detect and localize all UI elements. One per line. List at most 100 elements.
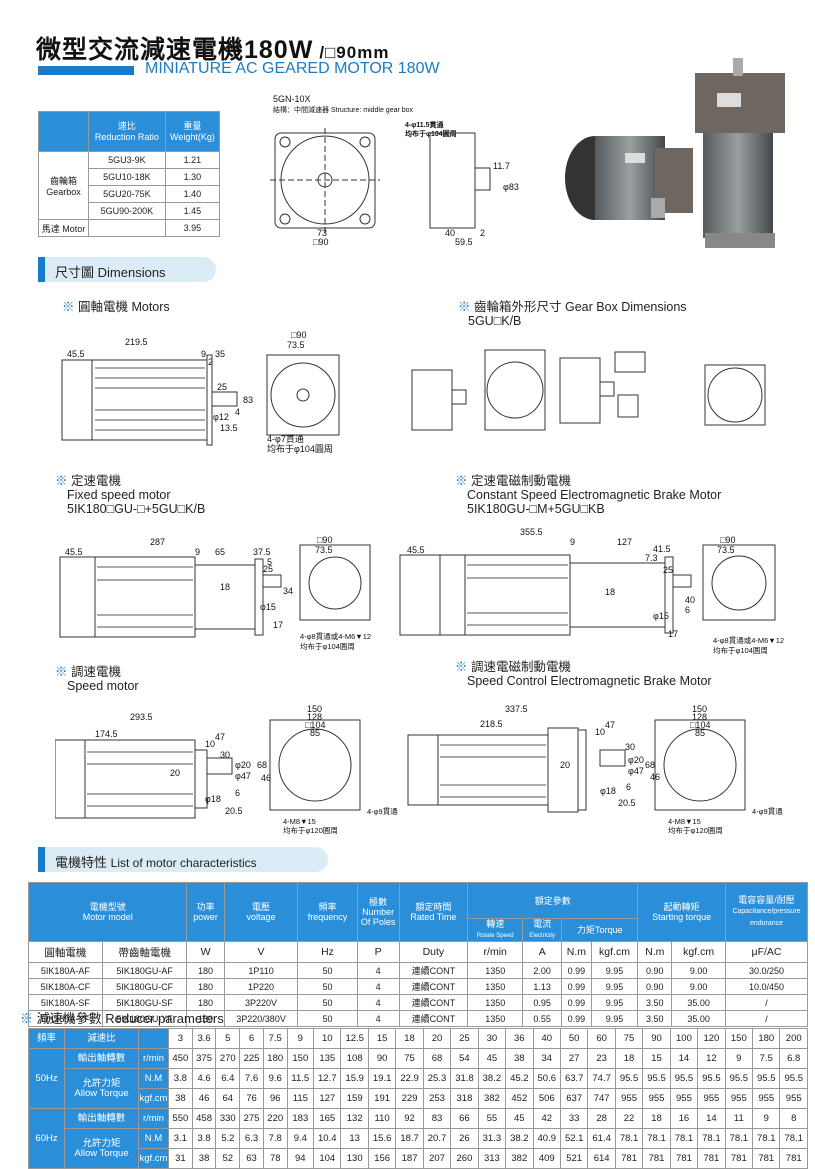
label: Reduction Ratio xyxy=(94,131,159,142)
label: 40 xyxy=(685,595,695,605)
value-cell: 38.2 xyxy=(477,1068,507,1089)
value-cell: 61.4 xyxy=(587,1128,616,1149)
value-cell: 521 xyxy=(559,1148,589,1169)
label: 30 xyxy=(220,750,230,760)
label: 重量 xyxy=(183,120,202,131)
table-cell: 0.90 xyxy=(637,978,673,995)
table-cell: 4 xyxy=(356,994,400,1011)
table-cell: 180 xyxy=(186,962,225,979)
label: □104 xyxy=(690,720,710,730)
table-cell: 50 xyxy=(297,962,358,979)
value-cell: 90 xyxy=(367,1048,397,1069)
value-cell: 450 xyxy=(168,1048,193,1069)
value-cell: 781 xyxy=(697,1148,726,1169)
label: ※ xyxy=(55,665,68,679)
value-cell: 83 xyxy=(422,1108,452,1129)
value-cell: 27 xyxy=(559,1048,589,1069)
speed-label: 輸出軸轉數 xyxy=(64,1108,139,1129)
label: Number Of Poles xyxy=(360,907,396,927)
label: φ20 xyxy=(628,755,644,765)
value-cell: 7.6 xyxy=(239,1068,264,1089)
value-cell: 31 xyxy=(168,1148,193,1169)
table-cell: 0.99 xyxy=(561,962,592,979)
label: 4-φ8貫通或4-M6▼12 xyxy=(713,635,784,645)
ratio-cell: 50 xyxy=(559,1028,589,1049)
table-cell: 1350 xyxy=(467,1010,524,1027)
value-cell: 95.5 xyxy=(614,1068,644,1089)
value-cell: 165 xyxy=(313,1108,342,1129)
unit-cell: kgf.cm xyxy=(138,1148,169,1169)
label: 20 xyxy=(560,760,570,770)
label: 355.5 xyxy=(520,527,543,537)
label: φ15 xyxy=(260,602,276,612)
value-cell: 14 xyxy=(669,1048,699,1069)
label: 40 xyxy=(445,228,455,238)
label: 73.5 xyxy=(315,545,333,555)
value-cell: 38 xyxy=(191,1148,217,1169)
label: 電壓 xyxy=(252,902,271,912)
value-cell: 382 xyxy=(505,1148,534,1169)
label: 85 xyxy=(310,728,320,738)
value-cell: 68 xyxy=(422,1048,452,1069)
label: 額定時間 xyxy=(415,902,452,912)
value-cell: 78.1 xyxy=(669,1128,699,1149)
label: 9 xyxy=(195,547,200,557)
value-cell: 781 xyxy=(779,1148,808,1169)
label: Electricity xyxy=(529,933,556,939)
label: 45.5 xyxy=(407,545,425,555)
label: 37.5 xyxy=(253,547,271,557)
value-cell: 409 xyxy=(532,1148,561,1169)
label: frequency xyxy=(307,912,348,922)
value-cell: 135 xyxy=(313,1048,342,1069)
table-cell: 2.00 xyxy=(522,962,563,979)
label: 68 xyxy=(257,760,267,770)
value-cell: 275 xyxy=(239,1108,264,1129)
table-cell: 5IK180A-YF xyxy=(28,1010,103,1027)
label: 6 xyxy=(685,605,690,615)
value-cell: 8 xyxy=(779,1108,808,1129)
value-cell: 955 xyxy=(779,1088,808,1109)
unit-cell: r/min xyxy=(467,941,524,963)
value-cell: 33 xyxy=(559,1108,589,1129)
label: 9 xyxy=(201,349,206,359)
value-cell: 9.6 xyxy=(262,1068,288,1089)
value-cell: 781 xyxy=(724,1148,754,1169)
value-cell: 614 xyxy=(587,1148,616,1169)
value-cell: 78.1 xyxy=(724,1128,754,1149)
ratio-cell: 36 xyxy=(505,1028,534,1049)
ratio-cell: 20 xyxy=(422,1028,452,1049)
value-cell: 45 xyxy=(505,1108,534,1129)
label: 11.7 xyxy=(493,161,510,171)
value-cell: 22 xyxy=(614,1108,644,1129)
value-cell: 78.1 xyxy=(642,1128,671,1149)
label: 59.5 xyxy=(455,237,473,247)
value-cell: 159 xyxy=(340,1088,369,1109)
value-cell: 550 xyxy=(168,1108,193,1129)
label: 5GN-10X xyxy=(273,94,311,104)
ratio-cell: 5GU90-200K xyxy=(88,202,166,220)
value-cell: 38.2 xyxy=(505,1128,534,1149)
motors-heading: ※ 圓軸電機 Motors xyxy=(62,300,170,314)
label: Constant Speed Electromagnetic Brake Mot… xyxy=(467,488,722,502)
table-cell: 35.00 xyxy=(671,994,726,1011)
value-cell: 38 xyxy=(505,1048,534,1069)
label: 128 xyxy=(692,712,707,722)
value-cell: 3.8 xyxy=(191,1128,217,1149)
label: 10 xyxy=(595,727,605,737)
label: 均布于φ104圓周 xyxy=(713,645,768,655)
label: 減速機參數 Reducer parameters xyxy=(36,1011,224,1026)
unit-cell: μF/AC xyxy=(725,941,808,963)
unit-cell: N.m xyxy=(637,941,673,963)
unit-cell: Duty xyxy=(398,941,469,963)
